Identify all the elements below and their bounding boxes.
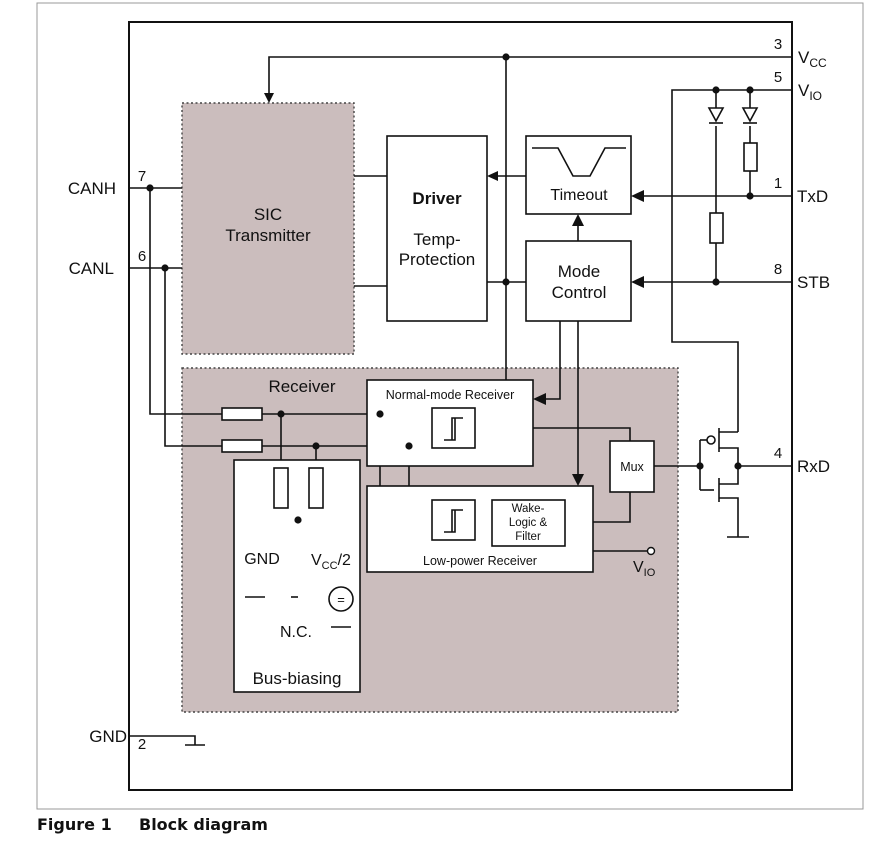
mux-block: [609, 440, 655, 493]
nc-label: N.C.: [280, 624, 312, 641]
low-power-comparator: [431, 499, 476, 541]
arrow-left-icon: [487, 171, 498, 181]
sic-transmitter-label-2: Transmitter: [225, 226, 311, 245]
schmitt-trigger-icon: [444, 417, 463, 441]
pin-number-stb: 8: [774, 261, 782, 278]
pin-label-vcc: VCC: [798, 48, 827, 70]
pin-number-canl: 6: [138, 248, 146, 265]
voltage-source-symbol: =: [337, 592, 345, 607]
arrow-left-icon: [631, 190, 644, 202]
pin-number-gnd: 2: [138, 736, 146, 753]
pin-label-canh: CANH: [68, 179, 116, 198]
pmos-bubble-icon: [706, 435, 716, 445]
wake-logic-label-2: Logic &: [509, 517, 548, 529]
resistor-icon: [221, 439, 263, 453]
receiver-label: Receiver: [268, 377, 335, 396]
arrow-down-icon: [572, 474, 584, 486]
mode-control-block: [525, 240, 632, 322]
timeout-pulse-icon: [532, 147, 626, 177]
figure-frame: [36, 2, 864, 810]
wake-logic-label-1: Wake-: [512, 503, 545, 515]
bus-biasing-block: [233, 459, 361, 693]
sic-transmitter-label-1: SIC: [254, 205, 282, 224]
sic-transmitter-block: [181, 102, 355, 355]
resistor-icon: [308, 467, 324, 509]
pin-number-txd: 1: [774, 175, 782, 192]
arrow-down-icon: [264, 93, 274, 103]
vio-terminal: [646, 546, 656, 556]
pin-label-stb: STB: [797, 273, 830, 292]
pin-label-gnd: GND: [89, 727, 127, 746]
timeout-block: [525, 135, 632, 215]
arrow-left-icon: [533, 393, 546, 405]
driver-block: [386, 135, 488, 322]
arrow-left-icon: [631, 276, 644, 288]
normal-comparator: [431, 407, 476, 449]
mux-label: Mux: [620, 460, 644, 474]
low-power-receiver-label: Low-power Receiver: [423, 554, 537, 568]
bus-biasing-gnd-label: GND: [244, 551, 280, 568]
diode-icon: [741, 107, 759, 123]
bus-biasing-label: Bus-biasing: [253, 669, 342, 688]
mode-control-label-1: Mode: [558, 262, 601, 281]
pin-number-vio: 5: [774, 69, 782, 86]
pin-label-vio: VIO: [798, 81, 822, 103]
pin-number-canh: 7: [138, 168, 146, 185]
resistors: [221, 142, 758, 509]
pin-number-rxd: 4: [774, 445, 782, 462]
figure-number: Figure 1: [37, 815, 112, 834]
driver-label-1: Temp-: [413, 230, 460, 249]
junctions: [146, 53, 754, 524]
bus-biasing-vcc2-label: VCC/2: [311, 552, 351, 572]
driver-title: Driver: [412, 189, 462, 208]
diodes: [707, 107, 759, 124]
chip-outline: [128, 21, 793, 791]
figure-title: Block diagram: [139, 815, 268, 834]
resistor-icon: [743, 142, 758, 172]
arrowheads: [264, 93, 644, 486]
wake-logic-block: [491, 499, 566, 547]
pin-label-txd: TxD: [797, 187, 828, 206]
normal-mode-receiver-label: Normal-mode Receiver: [386, 388, 515, 402]
resistor-icon: [221, 407, 263, 421]
resistor-icon: [709, 212, 724, 244]
pin-label-rxd: RxD: [797, 457, 830, 476]
timeout-label: Timeout: [550, 187, 608, 204]
mode-control-label-2: Control: [552, 283, 607, 302]
resistor-icon: [273, 467, 289, 509]
pin-label-canl: CANL: [69, 259, 114, 278]
diode-icon: [707, 107, 725, 123]
wake-logic-label-3: Filter: [515, 531, 541, 543]
schmitt-trigger-icon: [444, 509, 463, 533]
wires: [129, 56, 792, 745]
pin-number-vcc: 3: [774, 36, 782, 53]
voltage-source-icon: [328, 586, 354, 612]
arrow-up-icon: [572, 214, 584, 226]
lp-vio-label: VIO: [633, 559, 656, 579]
driver-label-2: Protection: [399, 250, 476, 269]
